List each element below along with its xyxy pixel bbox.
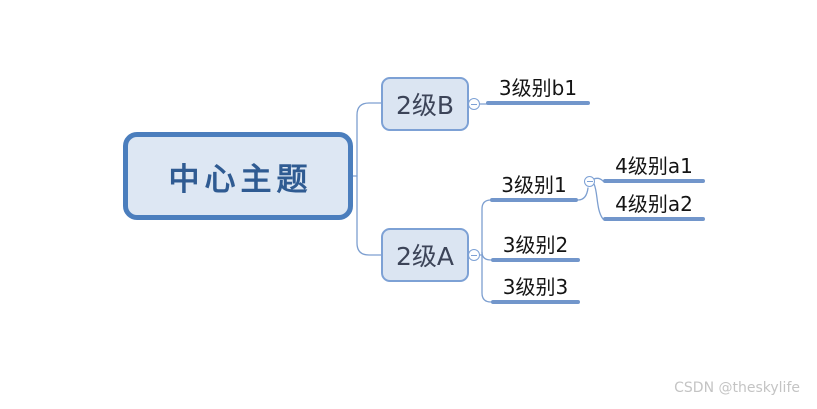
topic-level2-b-label: 2级B [395, 91, 455, 120]
connector-root-to-level2 [356, 102, 382, 256]
connector-31-to-icon [577, 187, 589, 201]
topic-level2-a-label: 2级A [395, 242, 454, 271]
topic-level3-1[interactable]: 3级别1 [490, 167, 578, 202]
topic-underline [603, 179, 705, 183]
minus-glyph [586, 181, 593, 182]
collapse-minus-icon-31[interactable] [584, 176, 595, 187]
topic-level3-2[interactable]: 3级别2 [491, 227, 580, 262]
connector-2a-to-level3-mid [481, 251, 492, 261]
topic-level2-b[interactable]: 2级B [381, 77, 469, 131]
root-topic-label: 中心主题 [168, 161, 313, 198]
topic-underline [490, 198, 578, 202]
root-topic[interactable]: 中心主题 [123, 132, 353, 220]
topic-level4-a2[interactable]: 4级别a2 [603, 186, 705, 221]
collapse-minus-icon-2b[interactable] [468, 98, 480, 110]
connector-31-to-4a1 [593, 177, 604, 182]
topic-level3-3[interactable]: 3级别3 [491, 269, 580, 304]
topic-level3-3-label: 3级别3 [502, 275, 569, 299]
topic-level3-1-label: 3级别1 [501, 173, 567, 197]
topic-level4-a1-label: 4级别a1 [615, 154, 693, 178]
collapse-minus-icon-2a[interactable] [468, 249, 480, 261]
topic-level3-b1[interactable]: 3级别b1 [486, 70, 590, 105]
connector-2a-to-level3-outer [481, 199, 492, 303]
minus-glyph [471, 103, 477, 105]
watermark: CSDN @theskylife [674, 380, 800, 396]
topic-level4-a2-label: 4级别a2 [615, 192, 693, 216]
topic-level3-2-label: 3级别2 [502, 233, 569, 257]
topic-underline [491, 300, 580, 304]
topic-underline [491, 258, 580, 262]
minus-glyph [471, 254, 477, 256]
topic-underline [603, 217, 705, 221]
topic-underline [486, 101, 590, 105]
topic-level4-a1[interactable]: 4级别a1 [603, 148, 705, 183]
topic-level2-a[interactable]: 2级A [381, 228, 469, 282]
topic-level3-b1-label: 3级别b1 [498, 76, 578, 100]
connector-31-to-4a2 [593, 183, 604, 220]
